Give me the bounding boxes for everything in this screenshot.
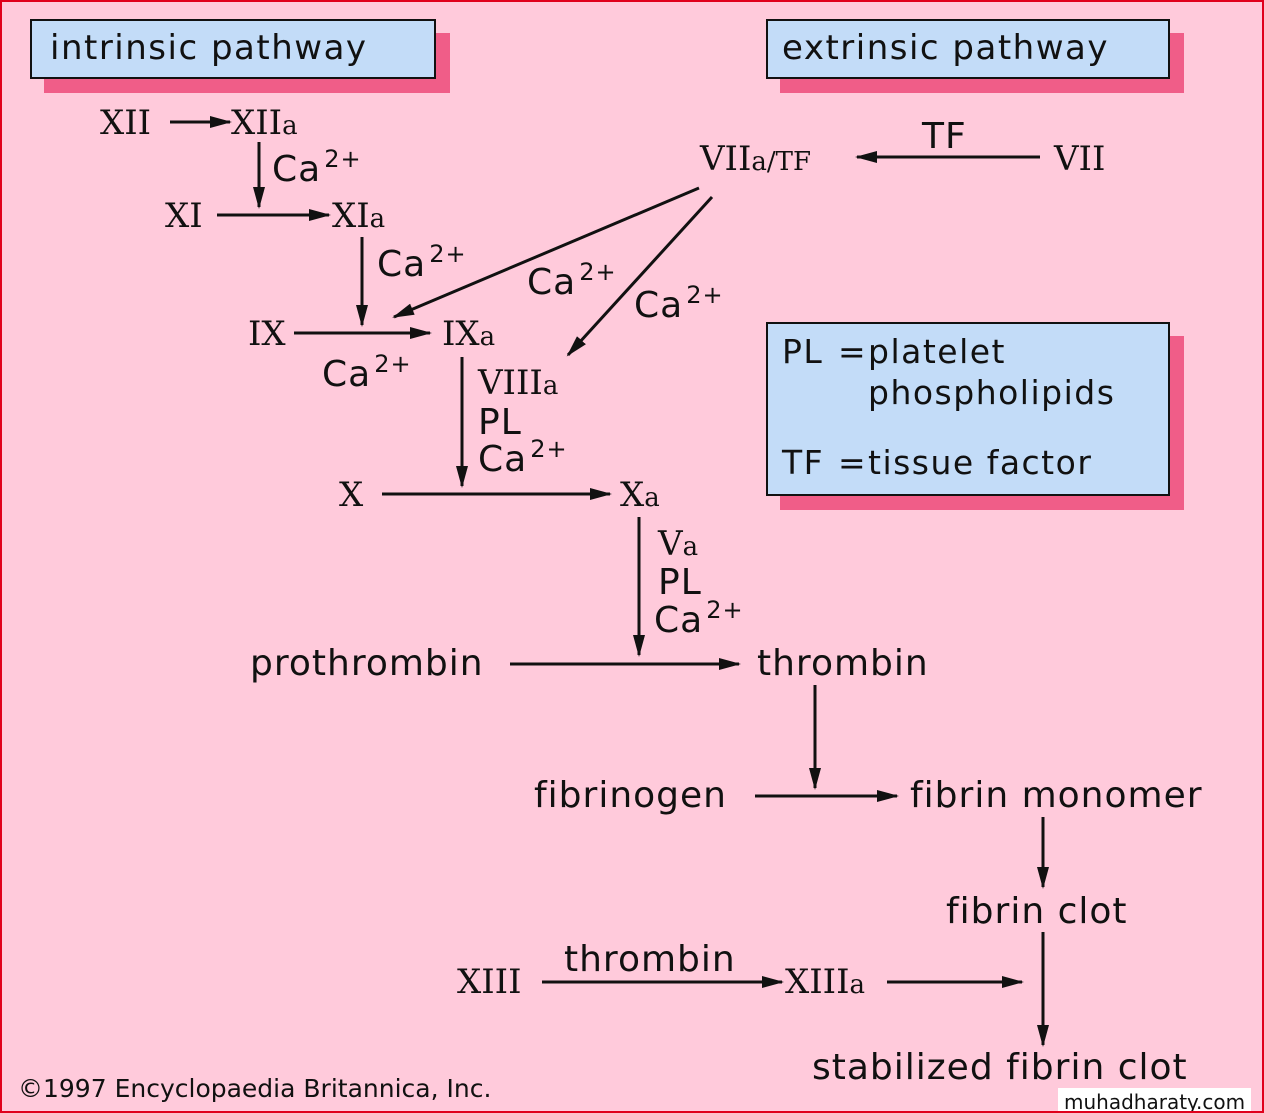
cofactor-pl-1: PL <box>478 402 522 443</box>
factor-xi: XI <box>165 196 203 236</box>
factor-ixa: IXa <box>442 314 496 354</box>
extrinsic-pathway-title: extrinsic pathway <box>782 28 1109 68</box>
legend-pl-line1: platelet <box>868 332 1006 371</box>
factor-viiia: VIIIa <box>478 363 559 403</box>
factor-viia-tf: VIIa/TF <box>700 139 812 179</box>
legend-tf-equals: = <box>838 443 868 482</box>
factor-vii: VII <box>1054 139 1106 179</box>
product-fibrinogen: fibrinogen <box>534 775 727 816</box>
legend-tf-key: TF <box>782 443 825 482</box>
legend-pl-equals: = <box>838 332 868 371</box>
factor-xiii: XIII <box>457 962 522 1002</box>
cofactor-tf: TF <box>922 116 967 157</box>
cofactor-thrombin: thrombin <box>564 939 736 980</box>
factor-xii: XII <box>100 103 152 143</box>
factor-xiia: XIIa <box>231 103 298 143</box>
legend-pl-key: PL <box>782 332 824 371</box>
factor-xia: XIa <box>332 196 386 236</box>
extrinsic-pathway-box <box>766 19 1170 79</box>
factor-xa: Xa <box>620 475 660 515</box>
factor-x: X <box>339 475 364 515</box>
intrinsic-pathway-box <box>30 19 436 79</box>
legend-tf-definition: tissue factor <box>868 443 1093 482</box>
watermark-text: muhadharaty.com <box>1058 1088 1252 1111</box>
arrow-viia-to-x <box>566 195 714 357</box>
copyright-text: ©1997 Encyclopaedia Britannica, Inc. <box>18 1074 492 1103</box>
legend-box <box>766 322 1170 496</box>
intrinsic-pathway-title: intrinsic pathway <box>50 28 368 68</box>
product-stabilized-fibrin-clot: stabilized fibrin clot <box>812 1047 1188 1088</box>
product-thrombin: thrombin <box>757 643 929 684</box>
factor-va: Va <box>658 524 699 564</box>
legend-pl-line2: phospholipids <box>868 373 1116 412</box>
product-fibrin-monomer: fibrin monomer <box>910 775 1203 816</box>
product-fibrin-clot: fibrin clot <box>946 891 1128 932</box>
factor-ix: IX <box>248 314 286 354</box>
product-prothrombin: prothrombin <box>250 643 484 684</box>
factor-xiiia: XIIIa <box>785 962 866 1002</box>
arrow-viia-to-ix <box>392 186 700 319</box>
cofactor-pl-2: PL <box>658 562 702 603</box>
